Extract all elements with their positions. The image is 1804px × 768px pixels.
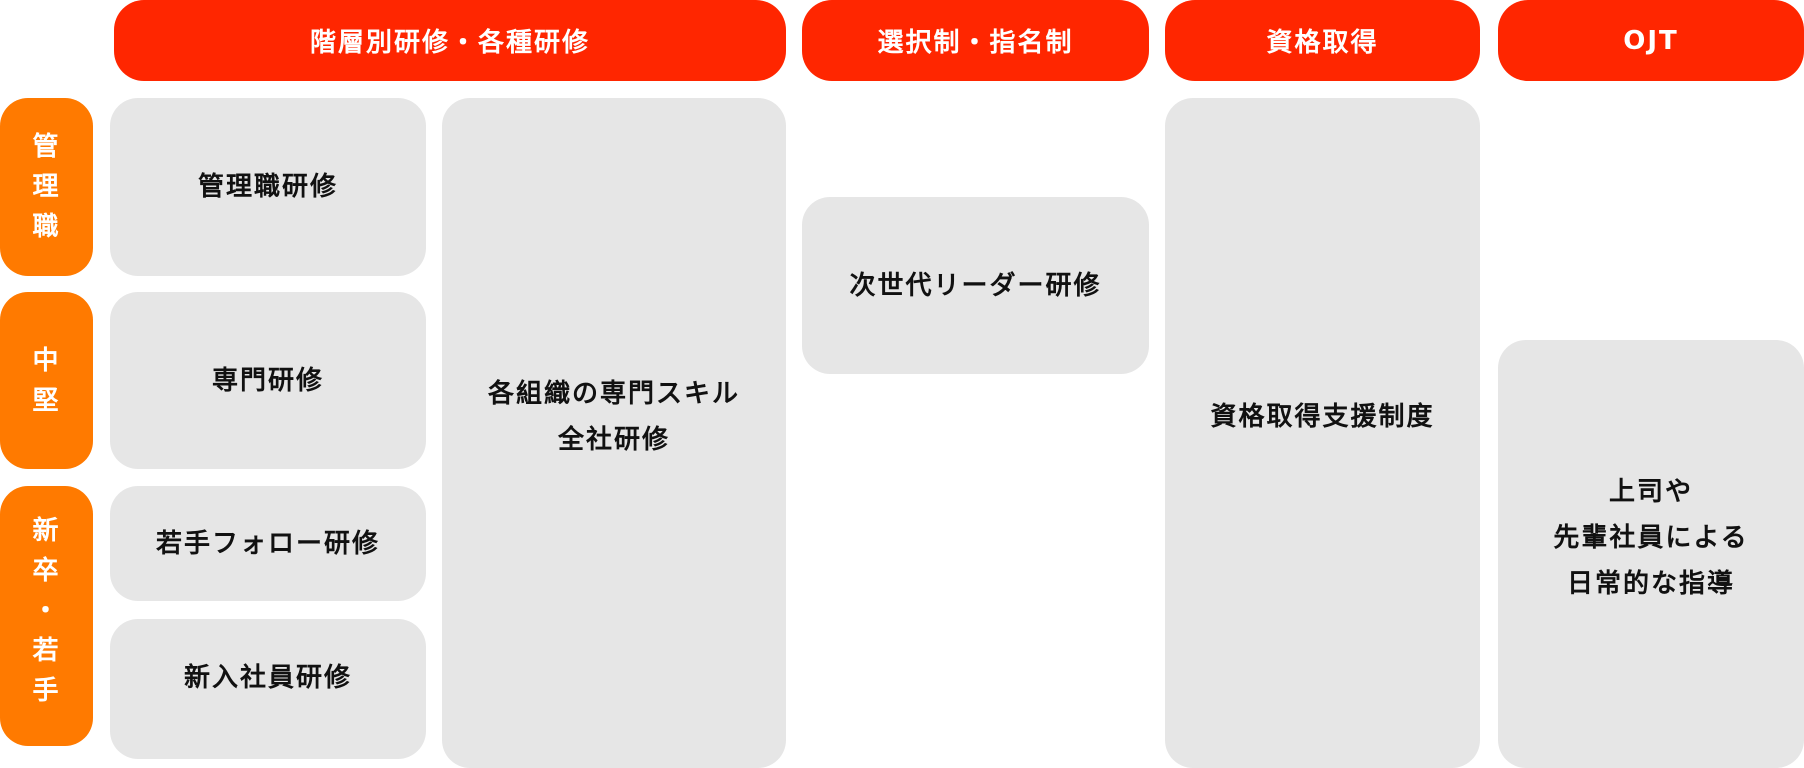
box-specialist-training: 専門研修	[110, 292, 426, 469]
level-char: 卒	[32, 556, 61, 586]
box-manager-training: 管理職研修	[110, 98, 426, 276]
box-line: 先輩社員による	[1553, 523, 1749, 553]
level-char: 手	[32, 676, 61, 706]
level-char: ・	[32, 596, 61, 626]
box-ojt: 上司や 先輩社員による 日常的な指導	[1498, 340, 1804, 768]
box-new-hire-training: 新入社員研修	[110, 619, 426, 759]
level-char: 若	[32, 636, 61, 666]
header-selective: 選択制・指名制	[802, 0, 1149, 81]
level-char: 理	[32, 172, 61, 202]
box-next-leader-training: 次世代リーダー研修	[802, 197, 1149, 374]
header-qualification: 資格取得	[1165, 0, 1480, 81]
level-char: 職	[32, 212, 61, 242]
box-line: 日常的な指導	[1566, 569, 1735, 599]
header-tiered-training: 階層別研修・各種研修	[114, 0, 786, 81]
box-org-skill-training: 各組織の専門スキル 全社研修	[442, 98, 786, 768]
level-char: 中	[32, 345, 61, 376]
box-qualification-support: 資格取得支援制度	[1165, 98, 1480, 768]
header-ojt: OJT	[1498, 0, 1804, 81]
box-line: 各組織の専門スキル	[487, 379, 740, 409]
level-new-young: 新 卒 ・ 若 手	[0, 486, 93, 746]
level-char: 堅	[32, 385, 61, 416]
box-line: 全社研修	[557, 425, 670, 455]
level-char: 新	[32, 516, 61, 546]
level-mid: 中 堅	[0, 292, 93, 469]
level-manager: 管 理 職	[0, 98, 93, 276]
box-young-follow-training: 若手フォロー研修	[110, 486, 426, 601]
box-line: 上司や	[1608, 477, 1693, 507]
level-char: 管	[32, 132, 61, 162]
